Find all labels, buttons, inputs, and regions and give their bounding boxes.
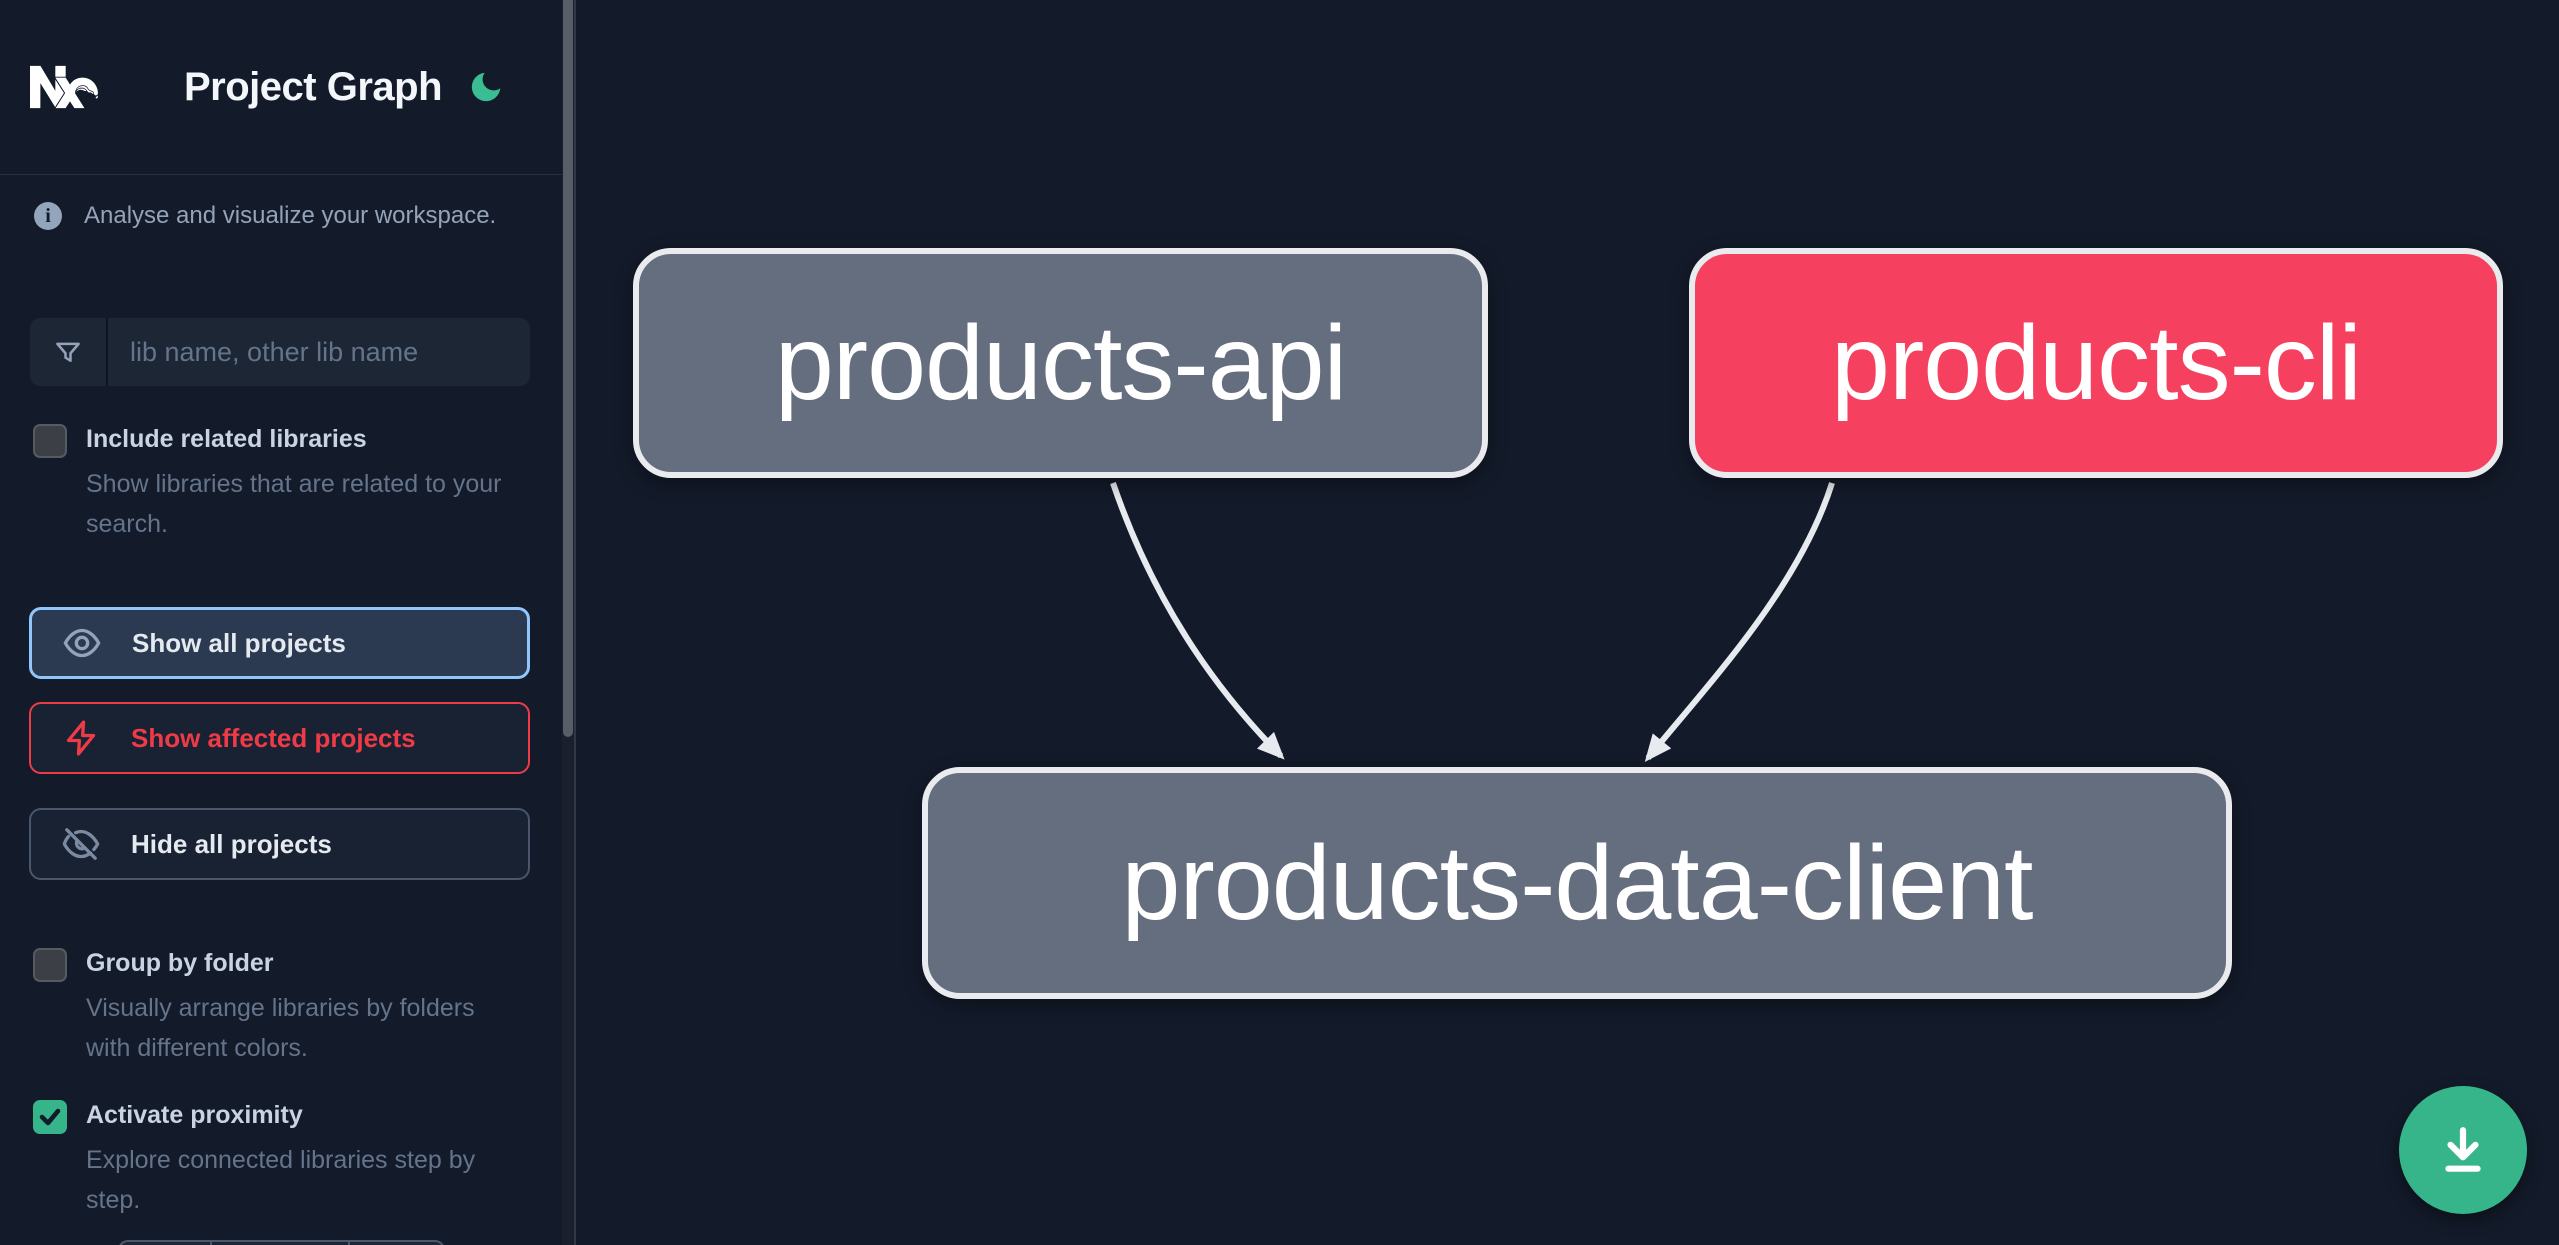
bolt-icon <box>66 720 96 756</box>
proximity-depth-control[interactable] <box>118 1240 445 1245</box>
graph-node-products-data-client[interactable]: products-data-client <box>922 767 2232 999</box>
search-box <box>30 318 530 386</box>
include-related-description: Show libraries that are related to your … <box>86 470 502 538</box>
sidebar-header: Project Graph <box>0 0 562 175</box>
nx-logo-icon <box>30 65 98 109</box>
activate-proximity-description: Explore connected libraries step by step… <box>86 1146 476 1214</box>
proximity-decrement-button[interactable] <box>120 1242 212 1245</box>
moon-icon <box>471 72 501 102</box>
edge-products-cli-to-data-client <box>1644 482 1835 762</box>
info-icon: i <box>34 202 62 230</box>
include-related-checkbox[interactable] <box>33 424 67 458</box>
eye-off-icon <box>62 828 100 860</box>
theme-toggle-button[interactable] <box>462 63 510 111</box>
group-by-folder-label: Group by folder <box>86 949 274 977</box>
show-all-projects-label: Show all projects <box>132 627 346 658</box>
show-affected-projects-button[interactable]: Show affected projects <box>29 702 530 774</box>
activate-proximity-label: Activate proximity <box>86 1101 303 1129</box>
download-icon <box>2445 1127 2481 1172</box>
sidebar-divider <box>574 0 576 1245</box>
activate-proximity-checkbox[interactable] <box>33 1100 67 1134</box>
download-image-button[interactable] <box>2399 1086 2527 1214</box>
graph-node-products-cli[interactable]: products-cli <box>1689 248 2503 478</box>
show-affected-projects-label: Show affected projects <box>131 722 416 753</box>
include-related-label: Include related libraries <box>86 425 367 453</box>
hide-all-projects-button[interactable]: Hide all projects <box>29 808 530 880</box>
funnel-icon <box>30 318 108 386</box>
show-all-projects-button[interactable]: Show all projects <box>29 607 530 679</box>
proximity-depth-value <box>212 1242 350 1245</box>
sidebar-scrollbar <box>562 0 574 1245</box>
tagline-row: i Analyse and visualize your workspace. <box>34 202 496 230</box>
sidebar-scrollbar-thumb[interactable] <box>563 0 573 737</box>
hide-all-projects-label: Hide all projects <box>131 828 332 859</box>
eye-icon <box>63 628 101 658</box>
graph-node-products-api[interactable]: products-api <box>633 248 1488 478</box>
page-title: Project Graph <box>184 65 443 109</box>
tagline-text: Analyse and visualize your workspace. <box>84 202 497 229</box>
group-by-folder-description: Visually arrange libraries by folders wi… <box>86 994 475 1062</box>
sidebar: Project Graph i Analyse and visualize yo… <box>0 0 562 1245</box>
edge-products-api-to-data-client <box>1110 482 1285 760</box>
search-input[interactable] <box>108 318 530 386</box>
group-by-folder-checkbox[interactable] <box>33 948 67 982</box>
